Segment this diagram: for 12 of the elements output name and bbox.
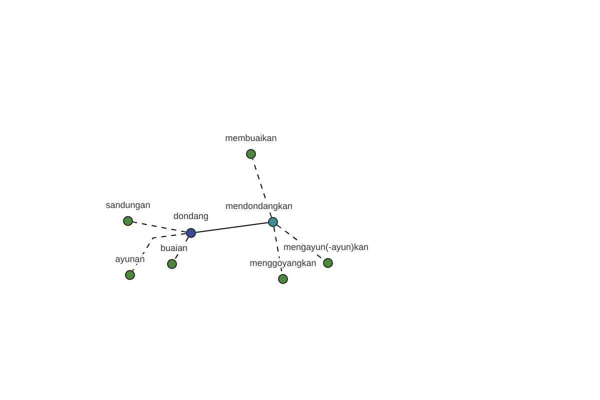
connector	[195, 222, 269, 233]
dashed-connector	[252, 158, 272, 218]
dashed-connector	[132, 221, 187, 233]
node-label: membuaikan	[224, 133, 278, 143]
node-label: sandungan	[104, 200, 152, 210]
dashed-connector	[132, 233, 187, 272]
node-label: mengayun(-ayun)kan	[282, 242, 370, 252]
node-label: buaian	[159, 243, 189, 253]
node-label: mendondangkan	[224, 201, 294, 211]
node-label: ayunan	[114, 254, 146, 264]
node-label: dondang	[172, 211, 210, 221]
node-label: menggoyangkan	[248, 258, 318, 268]
